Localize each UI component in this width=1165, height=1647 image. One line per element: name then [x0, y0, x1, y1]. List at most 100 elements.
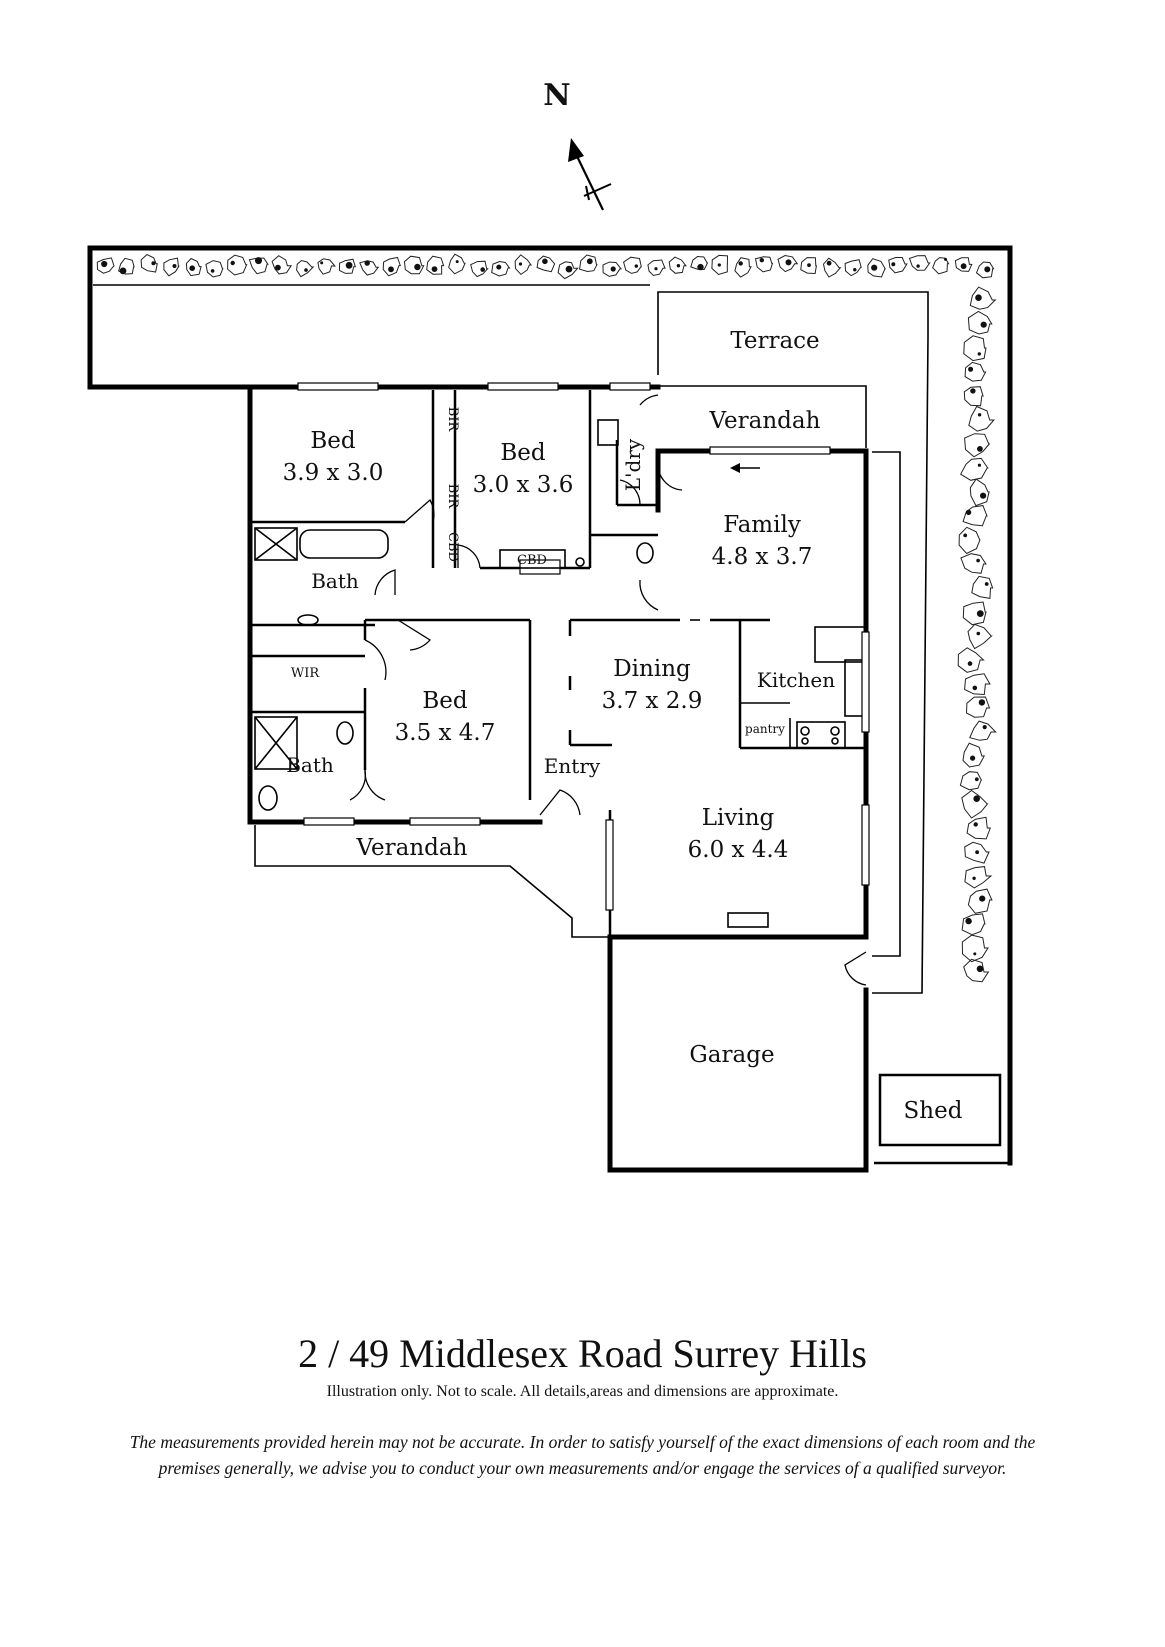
- dining-size: 3.7 x 2.9: [602, 688, 703, 714]
- shrub-icon: [140, 254, 158, 273]
- leaf-icon: [980, 492, 987, 499]
- leaf-icon: [891, 262, 896, 267]
- shrub-icon: [382, 256, 402, 277]
- shrub-icon: [960, 553, 987, 574]
- fixtures: [254, 419, 840, 928]
- shrub-icon: [963, 335, 987, 362]
- leaf-icon: [977, 446, 983, 452]
- leaf-icon: [984, 266, 991, 273]
- leaf-icon: [963, 533, 968, 538]
- leaf-icon: [119, 267, 127, 275]
- leaf-icon: [975, 850, 979, 855]
- fireplace: [727, 912, 769, 928]
- shrub-icon: [227, 254, 248, 276]
- shower-tray: [254, 527, 298, 561]
- leaf-icon: [518, 262, 523, 266]
- laundry-label: L'dry: [621, 438, 645, 491]
- entry-label: Entry: [544, 754, 601, 778]
- shed-outline: [878, 1073, 1002, 1147]
- bed3-size: 3.5 x 4.7: [395, 720, 496, 746]
- windows: [297, 382, 870, 911]
- shrub-icon: [963, 958, 990, 983]
- leaf-icon: [826, 260, 832, 266]
- shrub-icon: [975, 261, 995, 279]
- vanity-basin: [297, 614, 319, 626]
- side-path: [872, 451, 901, 957]
- wir-label: WIR: [291, 666, 320, 681]
- leaf-icon: [980, 321, 987, 328]
- dining-label: Dining: [613, 656, 691, 682]
- shrub-icon: [185, 257, 202, 277]
- shrub-icon: [971, 575, 994, 599]
- shrub-icon: [967, 623, 993, 650]
- disclaimer: The measurements provided herein may not…: [0, 1429, 1165, 1481]
- leaf-icon: [972, 685, 978, 691]
- leaf-icon: [970, 388, 976, 394]
- leaf-icon: [965, 509, 972, 516]
- shrub-icon: [822, 257, 842, 278]
- shrub-icon: [711, 254, 729, 276]
- leaf-icon: [970, 755, 976, 761]
- leaf-icon: [610, 266, 616, 272]
- shrub-icon: [966, 816, 992, 840]
- shrub-icon: [514, 254, 533, 276]
- bath1-label: Bath: [311, 569, 359, 593]
- laundry-tub: [597, 419, 619, 446]
- cbd-horizontal-label: CBD: [517, 553, 547, 568]
- shrub-icon: [964, 433, 991, 458]
- site-boundary: [87, 245, 1013, 1166]
- shrub-icon: [888, 257, 908, 274]
- bed3-label: Bed: [422, 688, 468, 714]
- shrub-icon: [962, 505, 988, 527]
- leaf-icon: [982, 725, 987, 730]
- shrub-icon: [426, 255, 445, 275]
- shrub-icon: [967, 888, 993, 914]
- shrub-icon: [964, 361, 987, 382]
- shrub-icon: [969, 286, 997, 310]
- leaf-icon: [973, 822, 978, 827]
- leaf-icon: [654, 267, 658, 271]
- leaf-icon: [968, 366, 974, 372]
- leaf-icon: [759, 258, 764, 263]
- shrub-icon: [317, 258, 336, 275]
- north-label: N: [543, 78, 570, 113]
- shrub-icon: [734, 257, 752, 278]
- bir1-label: BIR: [445, 407, 460, 433]
- leaf-icon: [738, 261, 743, 266]
- leaf-icon: [972, 876, 976, 880]
- leaf-icon: [586, 258, 593, 265]
- footer: 2 / 49 Middlesex Road Surrey Hills Illus…: [0, 1330, 1165, 1481]
- leaf-icon: [717, 263, 721, 267]
- leaf-icon: [976, 558, 980, 563]
- shrub-icon: [867, 258, 887, 278]
- shower-tray-2: [254, 716, 298, 770]
- toilet: [336, 721, 354, 745]
- shrub-icon: [359, 260, 380, 276]
- disclaimer-line-2: premises generally, we advise you to con…: [158, 1458, 1007, 1478]
- shrub-icon: [271, 255, 293, 275]
- leaf-icon: [542, 258, 548, 265]
- leaf-icon: [973, 952, 977, 956]
- leaf-icon: [975, 294, 982, 302]
- kitchen-label: Kitchen: [757, 668, 835, 692]
- leaf-icon: [978, 699, 986, 706]
- leaf-icon: [189, 265, 195, 272]
- leaf-icon: [960, 263, 967, 270]
- leaf-icon: [871, 264, 878, 271]
- shrub-icon: [958, 526, 981, 555]
- leaf-icon: [979, 895, 986, 902]
- leaf-icon: [853, 268, 857, 272]
- leaf-icon: [977, 463, 982, 467]
- bed1-label: Bed: [310, 428, 356, 454]
- basin: [258, 785, 278, 811]
- living-label: Living: [702, 805, 775, 831]
- bathtub: [299, 529, 389, 559]
- shrub-icon: [962, 601, 987, 626]
- living-size: 6.0 x 4.4: [688, 837, 789, 863]
- shrub-icon: [296, 259, 315, 278]
- shrub-icon: [962, 742, 986, 768]
- shrub-icon: [964, 866, 993, 889]
- shrub-icon: [338, 258, 356, 274]
- leaf-icon: [431, 266, 438, 272]
- leaf-icon: [151, 261, 156, 266]
